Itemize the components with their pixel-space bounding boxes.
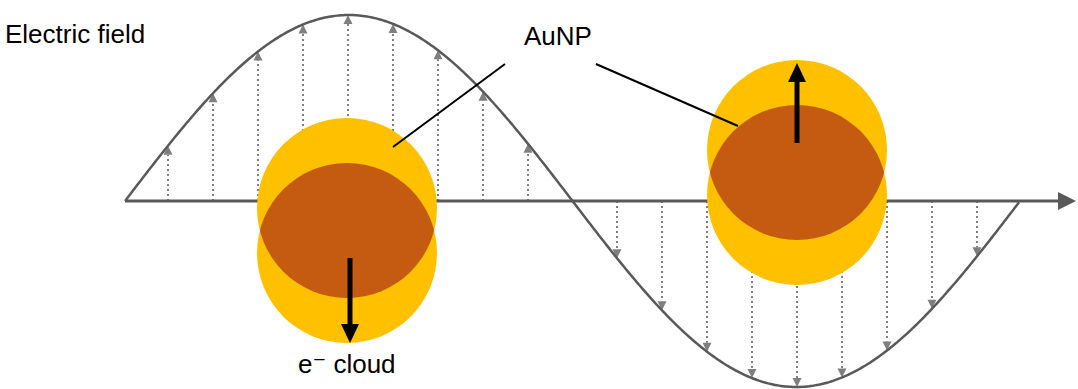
- field-vector: [257, 60, 259, 201]
- electron-cloud-circle: [257, 163, 437, 343]
- field-vector: [661, 201, 663, 301]
- field-vector: [931, 201, 933, 300]
- field-label: Electric field: [5, 20, 145, 50]
- overlap-region: [257, 163, 437, 343]
- displacement-arrow: [348, 258, 353, 326]
- field-vector: [482, 101, 484, 201]
- arrowhead: [341, 324, 359, 343]
- particle-label: AuNP: [524, 22, 592, 52]
- field-vector: [167, 155, 169, 201]
- displacement-arrow: [795, 80, 800, 143]
- field-vector: [976, 201, 978, 247]
- axis-arrowhead: [1058, 192, 1076, 210]
- arrowhead: [788, 63, 806, 82]
- field-vector: [212, 102, 214, 201]
- field-vector: [706, 201, 708, 343]
- overlap-region: [707, 60, 887, 240]
- gold-nanoparticle: [257, 118, 437, 343]
- cloud-label: e⁻ cloud: [298, 350, 396, 380]
- leader-line: [596, 64, 738, 126]
- field-arrowhead: [793, 378, 802, 387]
- field-vector: [437, 59, 439, 201]
- field-vector: [616, 201, 618, 249]
- field-arrowhead: [344, 15, 353, 24]
- leader-line: [393, 64, 505, 147]
- field-vector: [527, 153, 529, 201]
- gold-nanoparticle: [707, 60, 887, 285]
- field-vector: [886, 201, 888, 342]
- electron-cloud-circle: [707, 60, 887, 240]
